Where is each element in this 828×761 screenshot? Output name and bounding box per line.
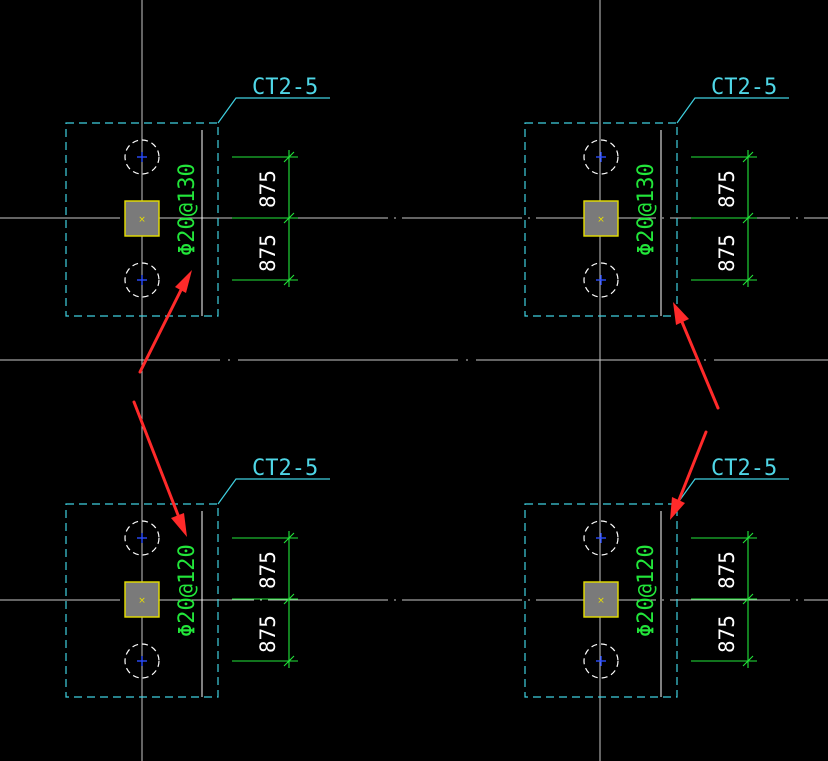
dimension-group [232, 531, 298, 668]
pile-circle-lower [583, 262, 619, 298]
cap-outline [524, 503, 678, 698]
column-center-mark: × [138, 215, 146, 225]
cap-label: CT2-5 [252, 75, 318, 100]
rebar-text: Φ20@120 [175, 544, 200, 637]
cap-outline [65, 503, 219, 698]
cap-label: CT2-5 [252, 456, 318, 481]
rebar-text: Φ20@130 [175, 163, 200, 256]
pile-circle-upper [583, 139, 619, 175]
dimension-lower-text: 875 [256, 615, 280, 653]
pile-circle-lower [124, 643, 160, 679]
column-square [583, 200, 619, 237]
pile-circle-upper [124, 139, 160, 175]
column-center-mark: × [597, 215, 605, 225]
label-leader-line [676, 478, 789, 505]
dimension-upper-text: 875 [256, 170, 280, 208]
red-arrow-down-right [670, 430, 708, 520]
annotation-arrows [132, 270, 720, 537]
dimension-lower-text: 875 [715, 615, 739, 653]
column-center-mark: × [138, 596, 146, 606]
dimension-upper-text: 875 [256, 551, 280, 589]
rebar-text: Φ20@130 [634, 163, 659, 256]
pile-circle-lower [124, 262, 160, 298]
red-arrow-up-left [138, 270, 192, 374]
dimension-group [691, 150, 757, 287]
pile-circle-upper [583, 520, 619, 556]
cap-outline [65, 122, 219, 317]
pile-circle-lower [583, 643, 619, 679]
dimension-lower-text: 875 [715, 234, 739, 272]
dimension-group [691, 531, 757, 668]
cap-outline [524, 122, 678, 317]
rebar-text: Φ20@120 [634, 544, 659, 637]
red-arrow-up-right [673, 302, 720, 410]
label-leader-line [217, 97, 330, 124]
cap-label: CT2-5 [711, 456, 777, 481]
label-leader-line [217, 478, 330, 505]
dimension-group [232, 150, 298, 287]
dimension-upper-text: 875 [715, 170, 739, 208]
pile-cap-tl[interactable]: CT2-5 × Φ20@130 875 875 [65, 75, 330, 317]
column-square [124, 581, 160, 618]
cap-label: CT2-5 [711, 75, 777, 100]
column-square [583, 581, 619, 618]
pile-cap-br[interactable]: CT2-5 × Φ20@120 875 875 [524, 456, 789, 698]
label-leader-line [676, 97, 789, 124]
dimension-upper-text: 875 [715, 551, 739, 589]
column-square [124, 200, 160, 237]
pile-circle-upper [124, 520, 160, 556]
red-arrow-down-left [132, 400, 187, 537]
pile-cap-tr[interactable]: CT2-5 × Φ20@130 875 875 [524, 75, 789, 317]
pile-cap-bl[interactable]: CT2-5 × Φ20@120 875 875 [65, 456, 330, 698]
column-center-mark: × [597, 596, 605, 606]
dimension-lower-text: 875 [256, 234, 280, 272]
